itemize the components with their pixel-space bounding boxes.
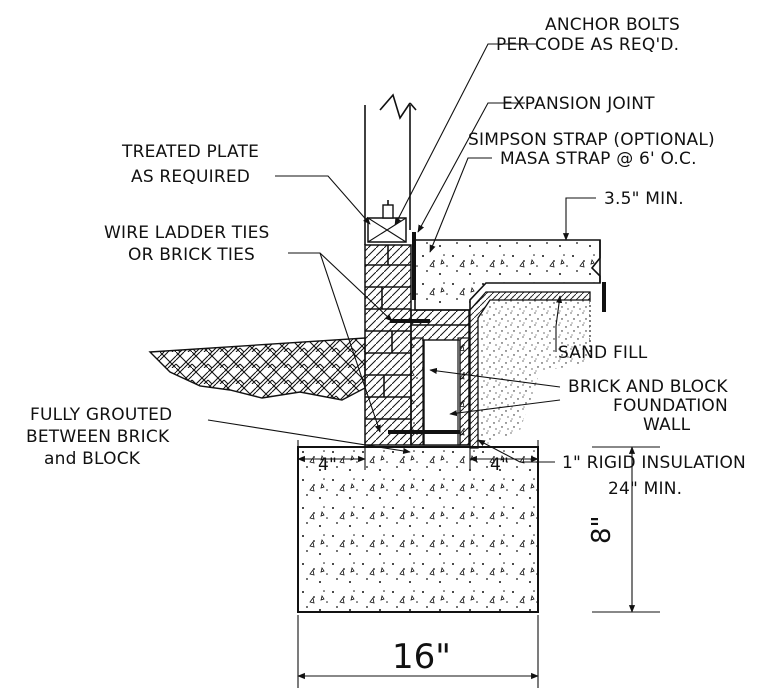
treated-plate xyxy=(367,217,407,243)
label-sand-fill: SAND FILL xyxy=(558,343,648,363)
leader-insulation xyxy=(477,439,555,463)
label-foundation-2: FOUNDATION xyxy=(613,396,728,416)
label-simpson-strap: SIMPSON STRAP (OPTIONAL) xyxy=(468,130,715,150)
label-anchor-bolts-1: ANCHOR BOLTS xyxy=(545,15,680,35)
leader-treated-plate xyxy=(275,175,371,225)
dim-footing-depth xyxy=(592,446,660,613)
leader-foundation-2 xyxy=(449,399,561,417)
label-grouted-1: FULLY GROUTED xyxy=(30,405,172,425)
label-wire-ties-2: OR BRICK TIES xyxy=(128,245,255,265)
label-foundation-1: BRICK AND BLOCK xyxy=(568,377,728,397)
label-treated-plate-1: TREATED PLATE xyxy=(121,142,259,162)
leader-wire-ties-2 xyxy=(319,252,381,433)
sand-fill xyxy=(478,300,590,448)
label-grouted-3: and BLOCK xyxy=(44,449,141,469)
label-anchor-bolts-2: PER CODE AS REQ'D. xyxy=(496,35,679,55)
anchor-bolt xyxy=(382,200,394,219)
leader-sand-fill xyxy=(555,295,563,352)
concrete-footing xyxy=(297,446,539,613)
leader-foundation-1 xyxy=(429,367,561,388)
label-grouted-2: BETWEEN BRICK xyxy=(26,427,170,447)
leader-slab-min xyxy=(562,197,596,241)
label-treated-plate-2: AS REQUIRED xyxy=(131,167,250,187)
dim-right-4 xyxy=(469,440,539,470)
earth-grade xyxy=(148,337,366,401)
brick-veneer xyxy=(364,105,412,446)
label-dim-right: 4" xyxy=(490,455,509,475)
label-slab-min: 3.5" MIN. xyxy=(604,189,684,209)
block-foundation xyxy=(410,309,471,446)
label-dim-left: 4" xyxy=(318,455,337,475)
label-footing-width: 16" xyxy=(392,637,451,677)
leader-anchor-bolts xyxy=(394,43,537,226)
leader-masa-strap xyxy=(429,157,492,253)
leader-expansion-joint xyxy=(417,102,525,233)
label-footing-depth: 8" xyxy=(587,515,617,544)
label-masa-strap: MASA STRAP @ 6' O.C. xyxy=(500,149,697,169)
dim-footing-width xyxy=(297,615,539,688)
label-expansion-joint: EXPANSION JOINT xyxy=(502,94,655,114)
label-foundation-3: WALL xyxy=(643,415,691,435)
wall-break-line xyxy=(379,93,411,120)
label-rigid-insulation: 1" RIGID INSULATION xyxy=(562,453,746,473)
leader-grouted xyxy=(207,419,411,454)
label-wire-ties-1: WIRE LADDER TIES xyxy=(104,223,270,243)
label-insulation-min: 24" MIN. xyxy=(608,479,682,499)
